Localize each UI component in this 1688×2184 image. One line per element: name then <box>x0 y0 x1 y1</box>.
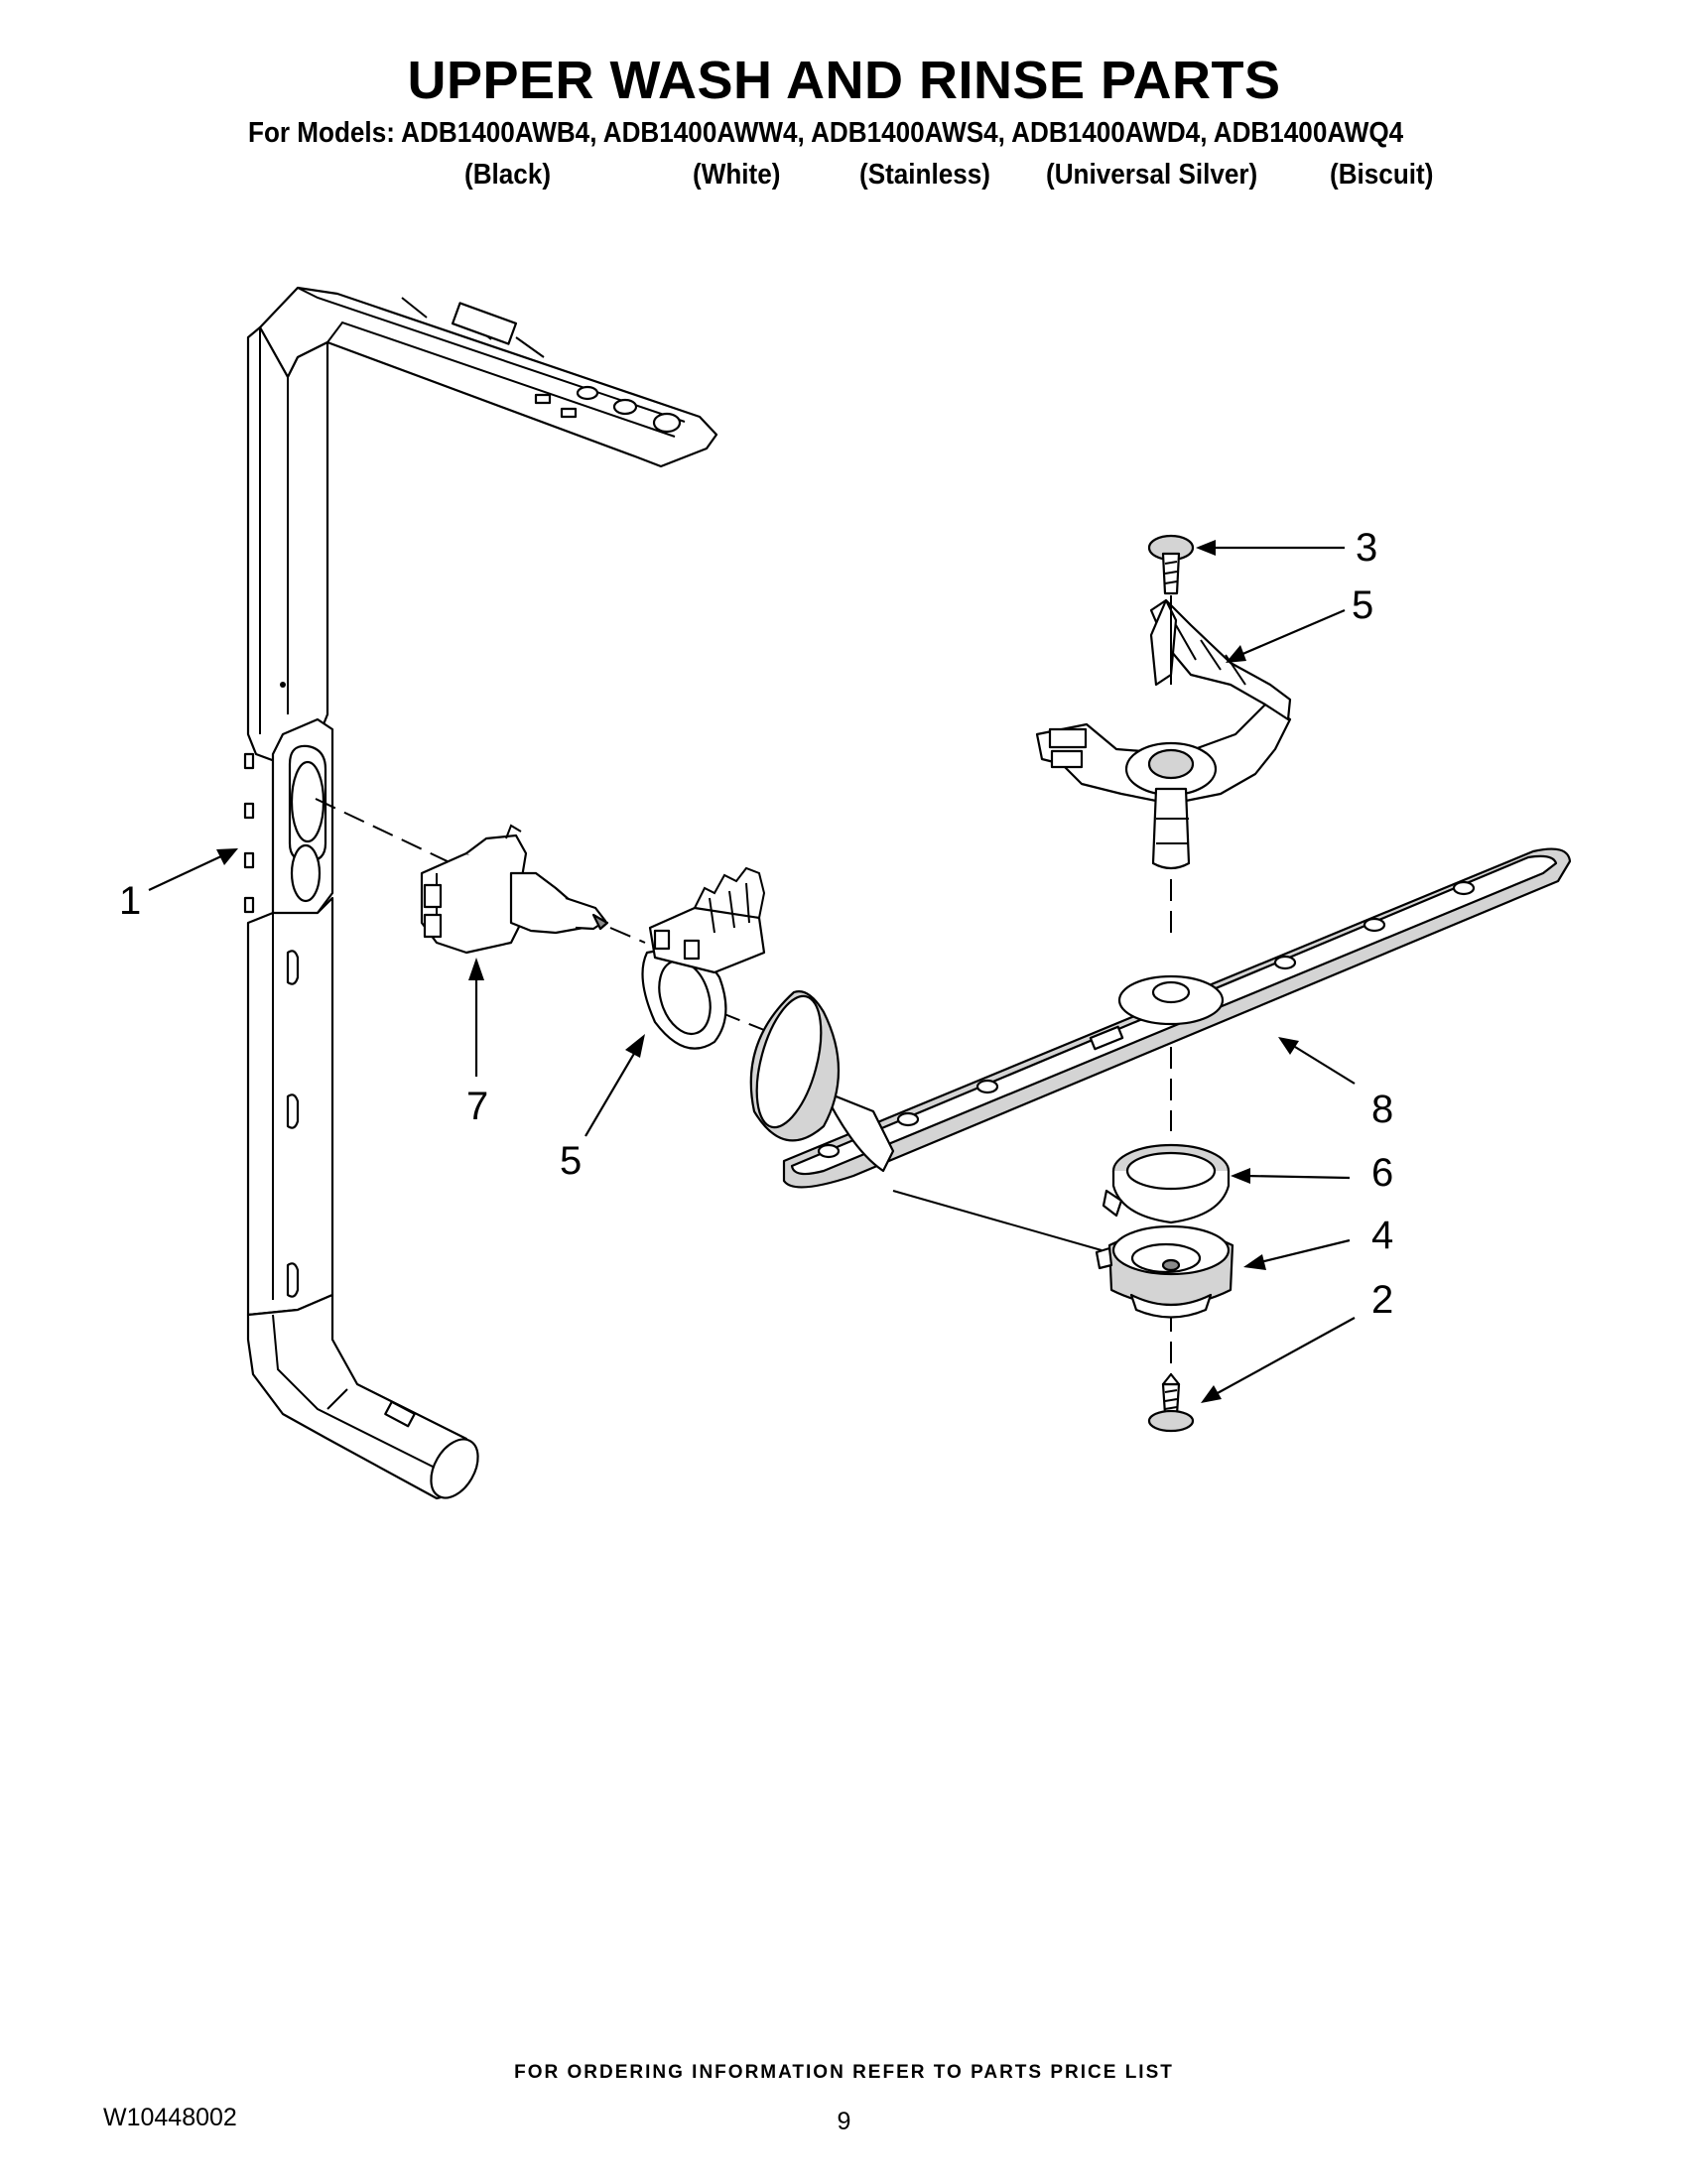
callout-5-middle: 5 <box>560 1139 583 1183</box>
supply-tube-part-1 <box>243 286 718 1500</box>
ordering-note: FOR ORDERING INFORMATION REFER TO PARTS … <box>514 2062 1174 2083</box>
callout-5-top: 5 <box>1352 583 1374 627</box>
color-label-black: (Black) <box>464 159 552 191</box>
mount-part-5-top <box>1035 598 1292 870</box>
callout-7: 7 <box>466 1085 489 1128</box>
page-number: 9 <box>837 2108 851 2135</box>
bearing-part-4 <box>1095 1224 1234 1319</box>
callout-4: 4 <box>1371 1214 1394 1257</box>
callout-1: 1 <box>119 879 142 923</box>
ring-part-6 <box>1102 1143 1231 1224</box>
spray-arm-part-8 <box>749 847 1572 1189</box>
callout-8: 8 <box>1371 1088 1394 1131</box>
color-label-biscuit: (Biscuit) <box>1330 159 1434 191</box>
color-label-stainless: (Stainless) <box>859 159 991 191</box>
color-label-universal-silver: (Universal Silver) <box>1046 159 1258 191</box>
callout-3: 3 <box>1356 526 1378 570</box>
page-title: UPPER WASH AND RINSE PARTS <box>407 51 1281 110</box>
color-label-white: (White) <box>693 159 781 191</box>
screw-part-3 <box>1147 534 1195 685</box>
valve-part-7 <box>420 824 609 955</box>
clamp-part-5-middle <box>641 866 766 1050</box>
models-line: For Models: ADB1400AWB4, ADB1400AWW4, AD… <box>248 117 1404 149</box>
screw-part-2 <box>1147 1372 1195 1433</box>
leader-lines <box>148 540 1356 1403</box>
callout-2: 2 <box>1371 1278 1394 1322</box>
callout-6: 6 <box>1371 1151 1394 1195</box>
document-number: W10448002 <box>103 2104 237 2131</box>
